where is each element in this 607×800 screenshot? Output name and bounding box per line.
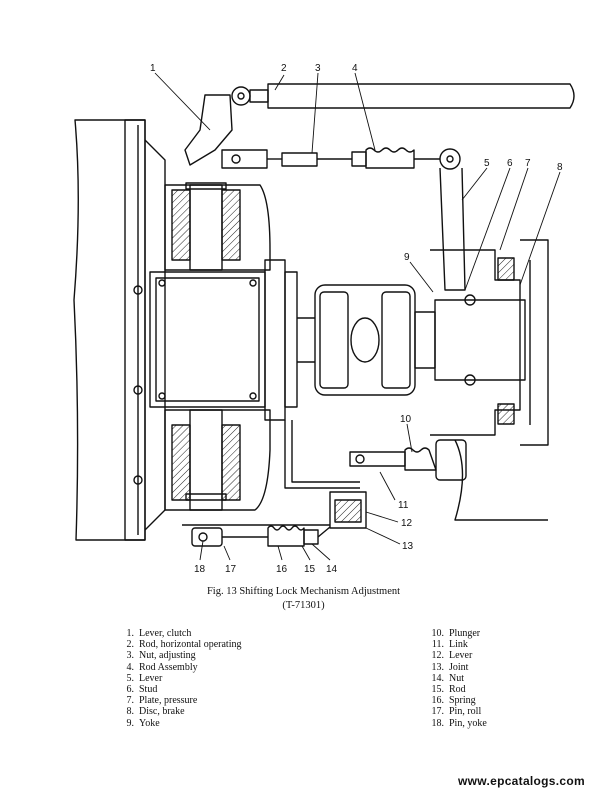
lower-linkage	[182, 420, 467, 547]
callout-18: 18	[194, 564, 206, 575]
figure-caption: Fig. 13 Shifting Lock Mechanism Adjustme…	[206, 586, 401, 597]
legend-right: 10.Plunger 11.Link 12.Lever 13.Joint 14.…	[420, 628, 487, 729]
legend-item: 13.Joint	[431, 661, 469, 673]
universal-joint	[297, 284, 436, 396]
mechanism-drawing: 1 2 3 4 5 6 7 8 9 10 11 12 13 14 15 16 1…	[73, 63, 575, 575]
legend-item: 1.Lever, clutch	[126, 628, 192, 639]
legend-item: 17.Pin, roll	[431, 706, 482, 718]
legend-item: 4.Rod Assembly	[126, 661, 198, 673]
legend-item: 7.Plate, pressure	[126, 695, 198, 707]
callout-7: 7	[525, 158, 531, 169]
callout-4: 4	[352, 63, 358, 74]
callout-15: 15	[304, 564, 316, 575]
upper-linkage	[184, 83, 575, 291]
legend-item: 2.Rod, horizontal operating	[126, 639, 242, 651]
brake-disc-assembly	[430, 239, 549, 521]
callout-6: 6	[507, 158, 513, 169]
callout-10: 10	[400, 414, 412, 425]
callout-11: 11	[398, 500, 409, 511]
callout-1: 1	[150, 63, 156, 74]
callout-2: 2	[281, 63, 287, 74]
callout-9: 9	[404, 252, 410, 263]
legend-item: 10.Plunger	[431, 628, 481, 639]
callout-14: 14	[326, 564, 338, 575]
callout-13: 13	[402, 541, 414, 552]
legend-item: 9.Yoke	[126, 717, 160, 729]
figure-caption-subtitle: (T-71301)	[282, 600, 325, 611]
callout-12: 12	[401, 518, 413, 529]
callout-5: 5	[484, 158, 490, 169]
engine-housing	[73, 119, 166, 541]
legend-item: 5.Lever	[126, 672, 163, 684]
legend-item: 6.Stud	[126, 684, 158, 696]
legend-item: 3.Nut, adjusting	[126, 650, 196, 662]
callout-16: 16	[276, 564, 288, 575]
lower-bearing-block	[164, 409, 271, 511]
callout-8: 8	[557, 162, 563, 173]
legend-item: 18.Pin, yoke	[431, 717, 487, 729]
legend-item: 15.Rod	[431, 684, 466, 696]
legend-left: 1.Lever, clutch 2.Rod, horizontal operat…	[110, 628, 242, 729]
watermark-url: www.epcatalogs.com	[458, 774, 585, 788]
center-cover-plate	[149, 259, 298, 421]
legend-item: 16.Spring	[431, 695, 476, 707]
upper-bearing-block	[164, 182, 271, 271]
legend-item: 14.Nut	[431, 672, 465, 684]
callout-17: 17	[225, 564, 237, 575]
legend-item: 8.Disc, brake	[126, 706, 185, 718]
legend-item: 12.Lever	[431, 650, 473, 662]
callout-3: 3	[315, 63, 321, 74]
leader-lines	[154, 72, 561, 561]
legend-item: 11.Link	[431, 639, 468, 651]
